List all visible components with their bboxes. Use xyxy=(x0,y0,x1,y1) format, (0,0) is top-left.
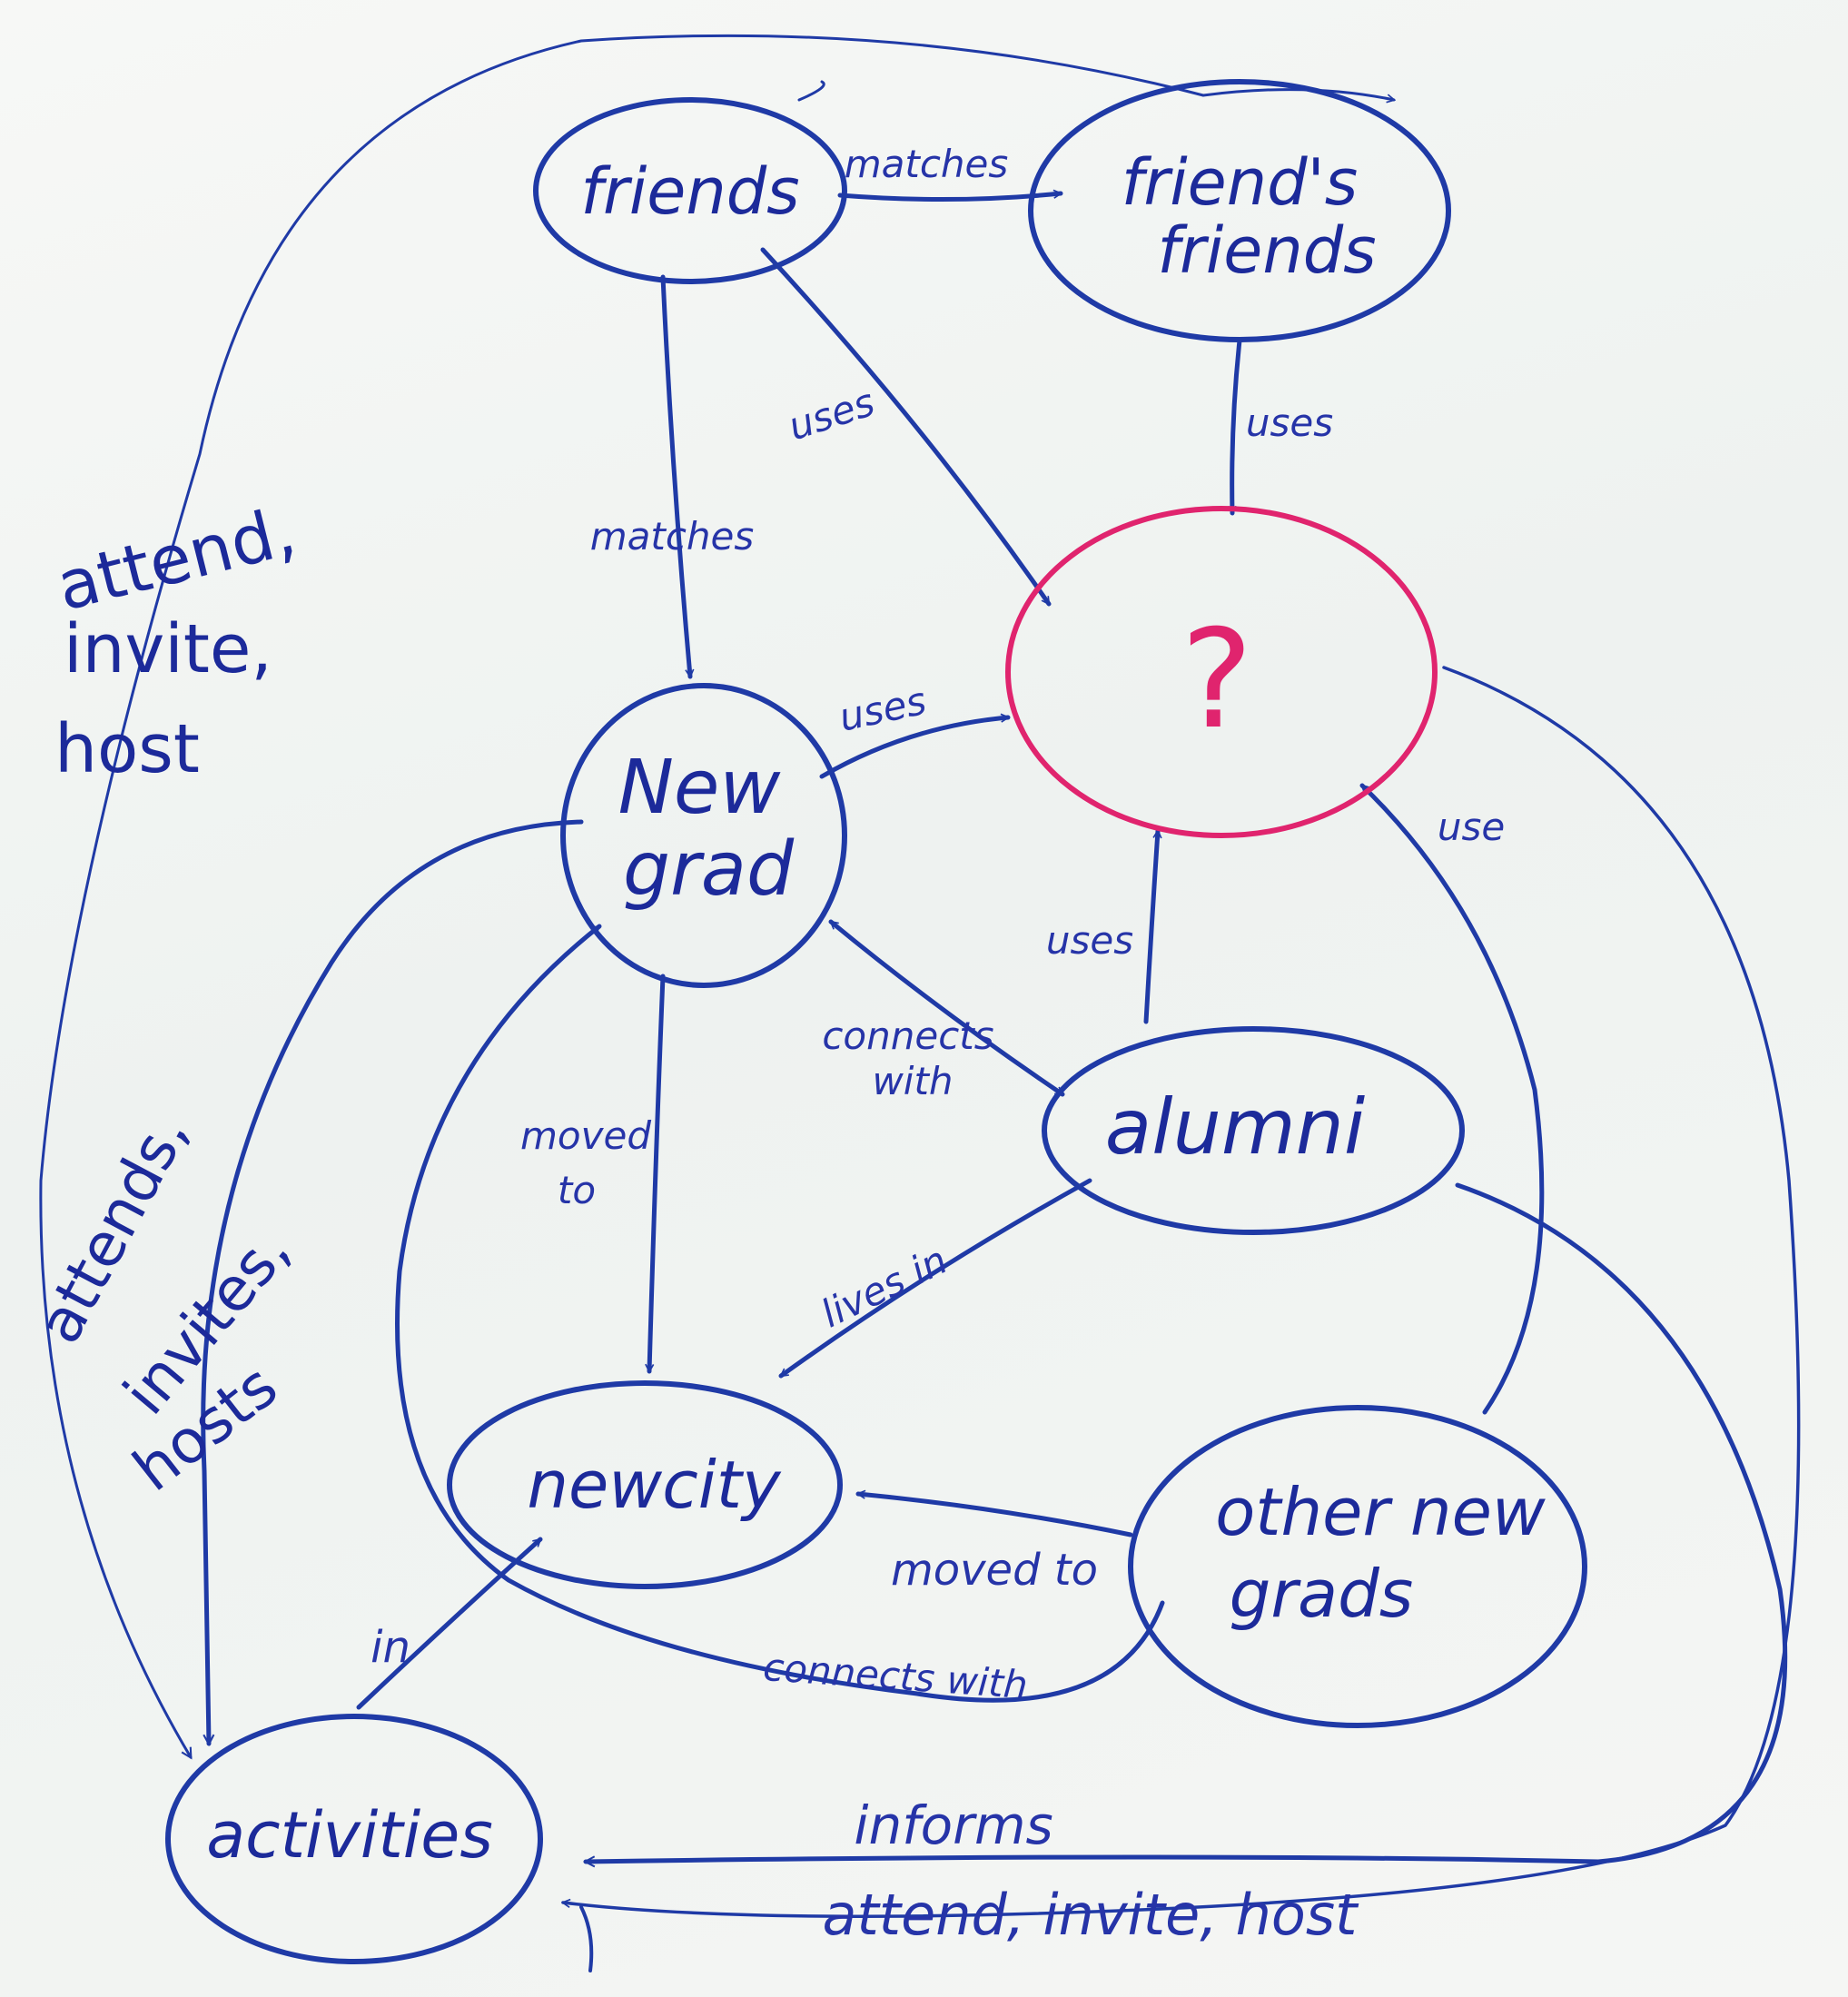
label-activities: activities xyxy=(206,1798,493,1873)
node-friends-friends xyxy=(1028,79,1451,342)
edge-friends-friends-friends xyxy=(837,193,1063,203)
label-edge-other-grads-new-city: moved to xyxy=(891,1545,1098,1596)
edge-question-activities xyxy=(563,666,1801,1918)
label-new-city: newcity xyxy=(527,1447,782,1523)
edge-other-grads-new-city xyxy=(855,1494,1133,1537)
label-other-new-grads-2: grads xyxy=(1230,1556,1414,1632)
edge-new-grad-question xyxy=(819,717,1011,779)
label-friends: friends xyxy=(580,154,799,229)
label-edge-other-grads-new-grad: connects with xyxy=(762,1645,1029,1707)
node-new-grad xyxy=(560,683,847,988)
label-edge-other-grads-question: use xyxy=(1438,805,1505,849)
label-friends-friends-2: friends xyxy=(1157,213,1376,288)
edge-new-grad-new-city xyxy=(649,974,666,1374)
edge-friends-friends-question xyxy=(1232,338,1242,516)
label-edge-activities-new-city: in xyxy=(371,1622,410,1673)
label-edge-alumni-question: uses xyxy=(1046,918,1133,963)
label-edge-friends-friends-question: uses xyxy=(1246,400,1333,445)
edge-new-grad-alumni xyxy=(828,919,1065,1097)
label-new-grad-1: New xyxy=(618,745,782,831)
label-edge-friends-question: uses xyxy=(783,380,880,449)
label-edge-new-grad-alumni-1: connects xyxy=(822,1013,993,1058)
label-other-new-grads-1: other new xyxy=(1215,1474,1546,1550)
label-alumni: alumni xyxy=(1105,1083,1365,1172)
edge-friends-question xyxy=(760,247,1052,607)
label-edge-new-grad-new-city-2: to xyxy=(558,1168,596,1212)
label-edge-friends-friends-friends: matches xyxy=(845,142,1009,186)
edge-alumni-new-city xyxy=(778,1178,1092,1379)
node-new-city xyxy=(447,1380,843,1589)
node-question xyxy=(1005,506,1438,838)
label-edge-question-activities: attend, invite, host xyxy=(823,1882,1360,1948)
label-friends-friends-1: friend's xyxy=(1122,145,1358,220)
label-edge-friends-friends-activities-3: host xyxy=(54,710,200,788)
label-edge-friends-friends-activities-2: invite, xyxy=(64,610,272,688)
node-alumni xyxy=(1042,1026,1465,1235)
label-edge-alumni-new-city: lives in xyxy=(815,1238,954,1337)
label-edge-new-grad-alumni-2: with xyxy=(872,1059,953,1103)
edge-alumni-activities xyxy=(586,1182,1788,1862)
edge-friends-new-grad xyxy=(660,274,690,679)
edge-other-grads-question xyxy=(1359,783,1545,1415)
edge-friends-friends-activities xyxy=(39,34,1205,1757)
node-other-new-grads xyxy=(1128,1405,1587,1728)
edge-other-grads-new-grad xyxy=(395,924,1165,1703)
edge-alumni-question xyxy=(1143,828,1158,1024)
node-activities xyxy=(165,1714,543,1964)
label-edge-friends-new-grad: matches xyxy=(590,514,755,559)
label-edge-new-grad-new-city-1: moved xyxy=(520,1113,651,1158)
edge-new-grad-activities xyxy=(201,819,584,1744)
label-new-grad-2: grad xyxy=(623,826,795,913)
node-friends xyxy=(533,97,847,284)
label-edge-new-grad-question: uses xyxy=(835,678,930,740)
activities-flourish xyxy=(579,1905,594,1972)
label-edge-alumni-activities: informs xyxy=(854,1794,1052,1856)
label-edge-friends-friends-activities-1: attend, xyxy=(49,492,302,627)
label-question: ? xyxy=(1181,601,1253,759)
